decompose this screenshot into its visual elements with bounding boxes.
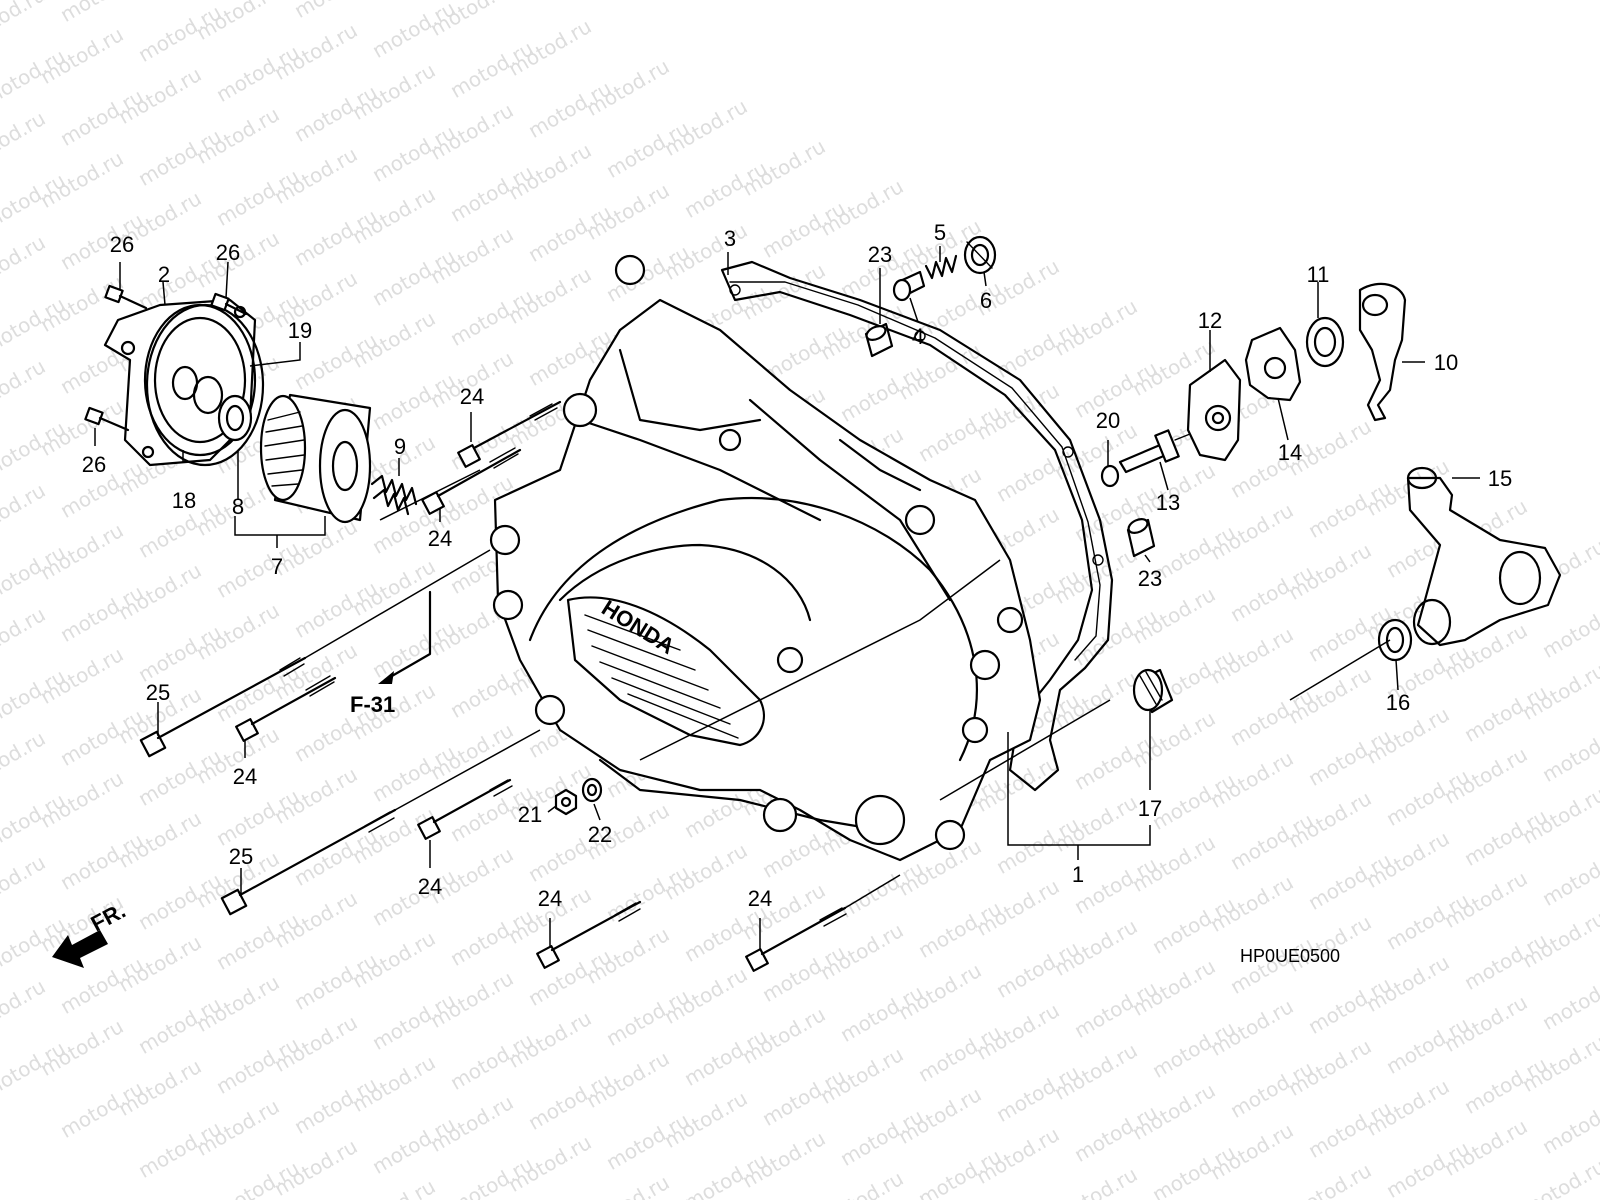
direction-label: FR.	[87, 898, 130, 937]
callout-20: 20	[1096, 408, 1120, 433]
callout-6: 6	[980, 288, 992, 313]
dowel-23-right	[1126, 518, 1156, 558]
bolt-26-top-left	[104, 284, 148, 310]
crankcase-cover: HONDA	[489, 254, 1042, 862]
callout-5: 5	[934, 220, 946, 245]
callout-1: 1	[1072, 862, 1084, 887]
callout-25: 25	[146, 680, 170, 705]
callout-10: 10	[1434, 350, 1458, 375]
callout-12: 12	[1198, 308, 1222, 333]
callout-17: 17	[1138, 796, 1162, 821]
callout-13: 13	[1156, 490, 1180, 515]
callout-24: 24	[428, 526, 452, 551]
callout-14: 14	[1278, 440, 1302, 465]
callout-4: 4	[912, 324, 924, 349]
bolt-26-bottom	[84, 406, 130, 432]
bolt-13	[1118, 429, 1191, 474]
oil-filter-cover	[103, 298, 265, 467]
bolt-24-upper-a	[457, 400, 562, 468]
callout-15: 15	[1488, 466, 1512, 491]
spring-11	[1305, 316, 1345, 368]
shift-drum-center-14	[1244, 326, 1302, 402]
callout-26: 26	[216, 240, 240, 265]
callout-3: 3	[724, 226, 736, 251]
bolt-24-mid-left	[235, 675, 337, 742]
callout-25: 25	[229, 844, 253, 869]
nut-21	[554, 788, 578, 816]
cover-gasket	[720, 260, 1114, 792]
bolt-24-bottom-right	[745, 874, 901, 972]
callout-26: 26	[110, 232, 134, 257]
callout-19: 19	[288, 318, 312, 343]
callout-18: 18	[172, 488, 196, 513]
callout-22: 22	[588, 822, 612, 847]
callout-9: 9	[394, 434, 406, 459]
oil-filter	[217, 393, 372, 524]
diagram-code: HP0UE0500	[1240, 946, 1340, 966]
callout-24: 24	[460, 384, 484, 409]
plug-6	[963, 235, 997, 275]
callout-24: 24	[233, 764, 257, 789]
spring-5	[924, 254, 958, 280]
bolt-25-upper	[139, 549, 491, 758]
plate-12	[1186, 358, 1242, 462]
callout-2: 2	[158, 262, 170, 287]
callout-7: 7	[271, 554, 283, 579]
plunger-4	[892, 270, 926, 302]
callout-16: 16	[1386, 690, 1410, 715]
callout-11: 11	[1307, 262, 1330, 287]
callout-21: 21	[518, 802, 542, 827]
filter-spring	[370, 474, 418, 516]
callout-26: 26	[82, 452, 106, 477]
callout-24: 24	[748, 886, 772, 911]
washer-22	[581, 777, 603, 803]
shift-arm-15	[1406, 466, 1562, 647]
bolt-24-mid	[417, 778, 513, 840]
bearing-17	[1132, 668, 1174, 714]
callout-8: 8	[232, 494, 244, 519]
bolt-24-bottom-left	[536, 900, 642, 969]
washer-16	[1377, 618, 1413, 662]
washer-20	[1100, 464, 1120, 488]
stopper-arm-10	[1358, 282, 1407, 422]
dowel-23-top	[864, 322, 894, 358]
callout-23: 23	[1138, 566, 1162, 591]
callout-24: 24	[418, 874, 442, 899]
callout-23: 23	[868, 242, 892, 267]
front-direction-arrow	[52, 930, 108, 968]
callout-24: 24	[538, 886, 562, 911]
reference-label: F-31	[350, 692, 395, 717]
bolt-26-top-right	[210, 292, 248, 316]
bolt-25-lower	[220, 729, 541, 916]
